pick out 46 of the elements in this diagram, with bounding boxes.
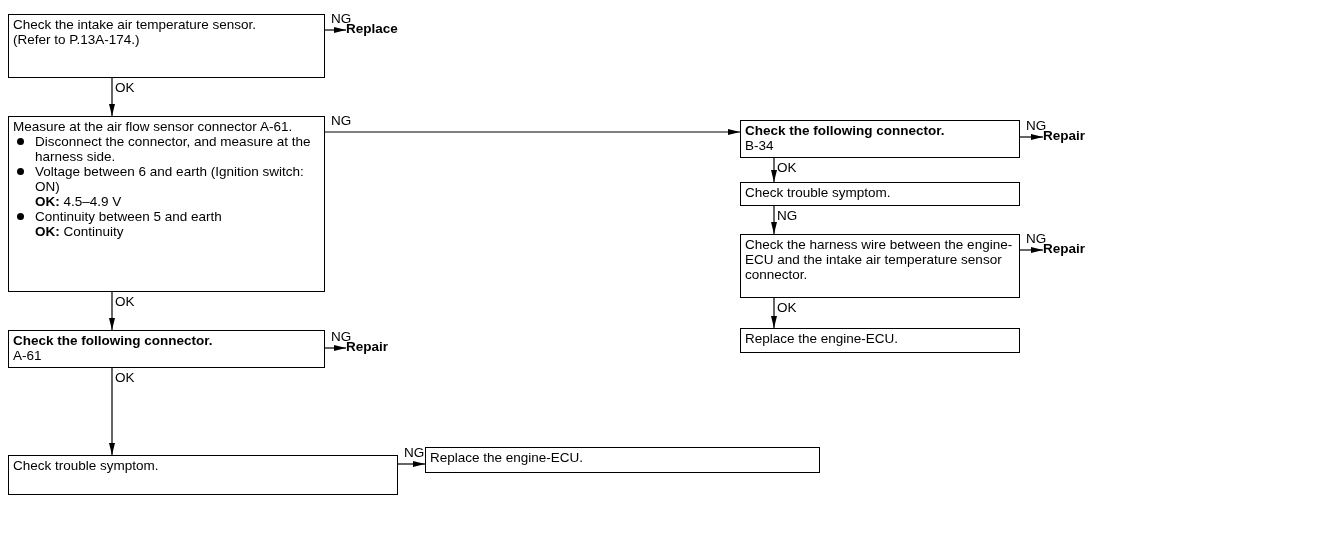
node-text: Check trouble symptom. [13, 458, 160, 473]
node-text: Disconnect the connector, and measure at the harness side. [35, 134, 312, 164]
process-box [740, 234, 1020, 298]
node-text: OK: 4.5–4.9 V [34, 194, 123, 209]
process-box [8, 14, 325, 78]
arrow [1019, 134, 1044, 140]
node-text: Continuity between 5 and earth [35, 209, 222, 224]
arrow [324, 27, 347, 33]
arrow [771, 205, 777, 235]
node-text: Check the intake air temperature sensor. [13, 17, 258, 32]
edge-label: OK [777, 300, 797, 315]
edge-label: OK [115, 80, 135, 95]
node-text: Check the following connector. [745, 123, 946, 138]
node-text: Voltage between 6 and earth (Ignition switch: ON) [35, 164, 305, 194]
process-box [8, 455, 398, 495]
node-text: Check the harness wire between the engine-ECU and the intake air temperature sensor connector. [745, 237, 1014, 282]
edge-label: NG [404, 445, 425, 460]
process-box [8, 116, 325, 292]
arrow [1019, 247, 1044, 253]
edge-label: OK [115, 294, 135, 309]
node-text: Measure at the air flow sensor connector A-61. [13, 119, 294, 134]
node-text: B-34 [745, 138, 775, 153]
node-text: Check trouble symptom. [745, 185, 892, 200]
edge-label: OK [115, 370, 135, 385]
node-text: Check the following connector. [13, 333, 214, 348]
node-text: OK: Continuity [34, 224, 125, 239]
node-text: Replace the engine-ECU. [430, 450, 585, 465]
process-box [8, 330, 325, 368]
arrow [771, 157, 777, 183]
arrow [324, 129, 741, 135]
node-text: Replace the engine-ECU. [745, 331, 900, 346]
arrow [109, 367, 115, 456]
process-box [740, 328, 1020, 353]
arrow [397, 461, 426, 467]
process-box [425, 447, 820, 473]
process-box [740, 120, 1020, 158]
edge-label: NG [331, 113, 352, 128]
edge-label: OK [777, 160, 797, 175]
arrow [324, 345, 347, 351]
node-text: (Refer to P.13A-174.) [13, 32, 141, 47]
node-text: A-61 [13, 348, 43, 363]
arrow [109, 77, 115, 117]
process-box [740, 182, 1020, 206]
edge-label: NG [777, 208, 798, 223]
arrow [109, 291, 115, 331]
arrow [771, 297, 777, 329]
